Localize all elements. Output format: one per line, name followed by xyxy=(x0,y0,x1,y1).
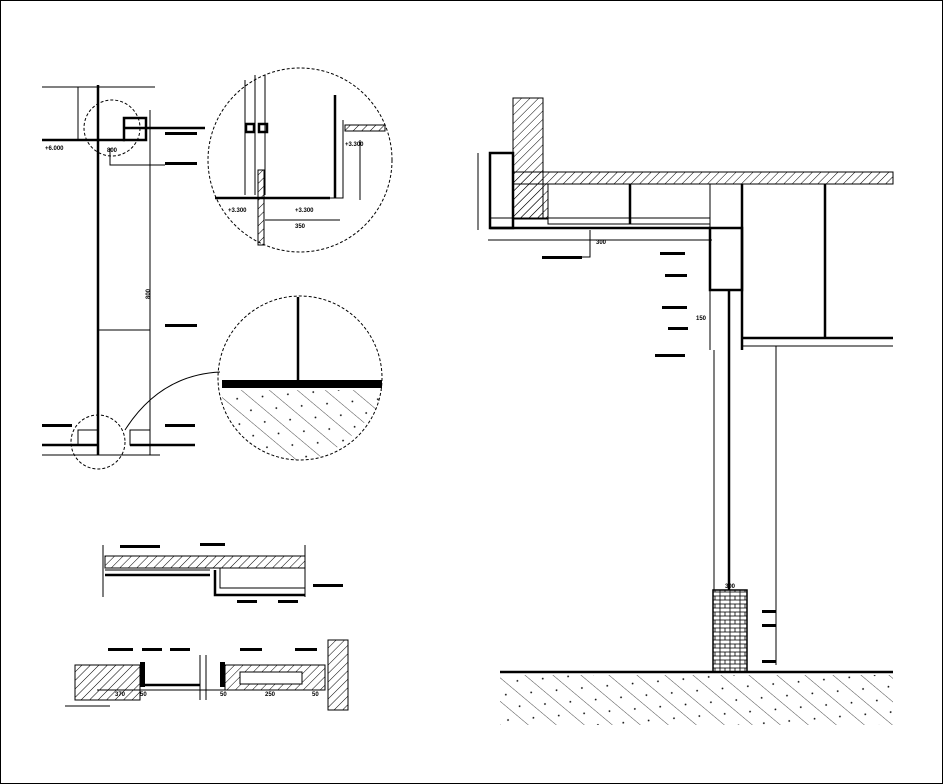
plan-section-detail: 370 50 50 250 50 xyxy=(65,639,349,711)
floor-detail-enlargement xyxy=(124,295,383,461)
elevation-label: +3.300 xyxy=(345,142,364,148)
elevation-label: +6.000 xyxy=(45,146,64,152)
dimension-label: 350 xyxy=(295,224,306,230)
dimension-label: 250 xyxy=(265,692,276,698)
dimension-label: 150 xyxy=(696,316,707,322)
dimension-label: 800 xyxy=(146,288,152,299)
dimension-label: 300 xyxy=(596,240,607,246)
ceiling-section-detail xyxy=(102,543,343,603)
detail-callout-circle xyxy=(70,414,126,470)
detail-callout-circle xyxy=(83,99,141,157)
top-detail-enlargement: +3.300 +3.300 +3.300 350 xyxy=(207,67,393,253)
left-section-elevation: +6.000 800 800 xyxy=(42,85,205,470)
elevation-label: +3.300 xyxy=(228,208,247,214)
brick-base xyxy=(712,589,748,673)
dimension-label: 300 xyxy=(725,584,736,590)
dimension-label: 50 xyxy=(220,692,227,698)
dimension-label: 370 xyxy=(115,692,126,698)
dimension-label: 800 xyxy=(107,148,118,154)
right-main-section: 300 150 300 xyxy=(477,97,894,725)
dimension-label: 50 xyxy=(140,692,147,698)
dimension-label: 50 xyxy=(312,692,319,698)
elevation-label: +3.300 xyxy=(295,208,314,214)
ground-soil xyxy=(500,675,893,725)
